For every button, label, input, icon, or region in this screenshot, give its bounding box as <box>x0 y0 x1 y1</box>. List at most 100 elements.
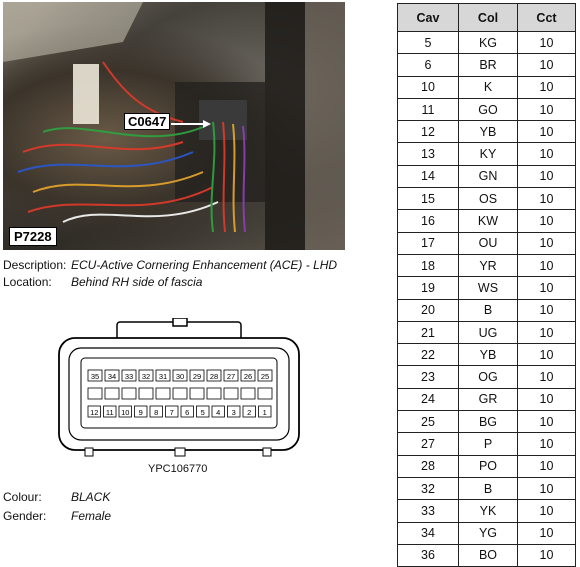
circuit-cell: 10 <box>517 432 576 456</box>
pin-number: 26 <box>244 372 252 381</box>
circuit-cell: 10 <box>517 320 576 345</box>
pin-cavity <box>118 405 132 418</box>
circuit-cell: 10 <box>517 365 576 389</box>
pin-cavity <box>240 369 256 382</box>
cavity-cell: 12 <box>397 120 459 144</box>
colour-cell: KG <box>458 30 518 55</box>
circuit-cell: 10 <box>517 543 576 567</box>
header-colour: Col <box>458 3 518 32</box>
pin-number: 30 <box>176 372 184 381</box>
cavity-cell: 33 <box>397 499 459 523</box>
header-circuit: Cct <box>517 3 576 32</box>
pin-number: 29 <box>193 372 201 381</box>
circuit-cell: 10 <box>517 298 576 322</box>
circuit-cell: 10 <box>517 164 576 189</box>
pin-cavity <box>172 387 188 400</box>
cavity-cell: 18 <box>397 253 459 278</box>
gender-line: Gender:Female <box>3 509 111 523</box>
pin-cavity <box>242 405 256 418</box>
pin-cavity <box>189 387 205 400</box>
pin-cavity <box>155 369 171 382</box>
pin-number: 34 <box>108 372 116 381</box>
description-line: Description:ECU-Active Cornering Enhance… <box>3 258 337 272</box>
pin-number: 9 <box>139 408 143 417</box>
pin-row-middle <box>87 387 273 400</box>
pin-number: 31 <box>159 372 167 381</box>
circuit-cell: 10 <box>517 120 576 144</box>
pin-number: 28 <box>210 372 218 381</box>
circuit-cell: 10 <box>517 499 576 523</box>
colour-cell: BO <box>458 543 518 567</box>
pin-cavity <box>223 369 239 382</box>
cavity-cell: 5 <box>397 30 459 55</box>
colour-cell: GR <box>458 387 518 412</box>
pin-cavity <box>196 405 210 418</box>
location-line: Location:Behind RH side of fascia <box>3 275 202 289</box>
circuit-cell: 10 <box>517 454 576 478</box>
circuit-cell: 10 <box>517 30 576 55</box>
cavity-cell: 14 <box>397 164 459 189</box>
pin-number: 6 <box>185 408 189 417</box>
colour-cell: OU <box>458 231 518 255</box>
colour-cell: KW <box>458 209 518 233</box>
cavity-cell: 24 <box>397 387 459 412</box>
circuit-cell: 10 <box>517 276 576 300</box>
description-value: ECU-Active Cornering Enhancement (ACE) -… <box>71 258 338 272</box>
circuit-cell: 10 <box>517 476 576 501</box>
colour-cell: K <box>458 75 518 99</box>
pin-cavity <box>258 405 272 418</box>
colour-cell: PO <box>458 454 518 478</box>
cavity-cell: 16 <box>397 209 459 233</box>
colour-cell: B <box>458 298 518 322</box>
pin-cavity <box>206 369 222 382</box>
pin-cavity <box>149 405 163 418</box>
drawing-reference: YPC106770 <box>148 463 208 475</box>
pin-number: 4 <box>216 408 220 417</box>
colour-cell: YG <box>458 521 518 545</box>
pin-cavity <box>121 369 137 382</box>
cavity-cell: 11 <box>397 97 459 122</box>
colour-cell: OS <box>458 187 518 211</box>
pin-number: 7 <box>170 408 174 417</box>
pin-number: 2 <box>247 408 251 417</box>
cavity-cell: 13 <box>397 142 459 166</box>
pin-number: 1 <box>263 408 267 417</box>
pin-number: 35 <box>91 372 99 381</box>
cavity-cell: 6 <box>397 53 459 77</box>
colour-line: Colour:BLACK <box>3 490 110 504</box>
pin-cavity <box>211 405 225 418</box>
cavity-cell: 21 <box>397 320 459 345</box>
cavity-cell: 32 <box>397 476 459 501</box>
cavity-cell: 27 <box>397 432 459 456</box>
colour-cell: YK <box>458 499 518 523</box>
circuit-cell: 10 <box>517 253 576 278</box>
colour-cell: YB <box>458 343 518 367</box>
colour-cell: GO <box>458 97 518 122</box>
circuit-cell: 10 <box>517 142 576 166</box>
pin-cavity <box>104 369 120 382</box>
pin-cavity <box>87 387 103 400</box>
cavity-cell: 20 <box>397 298 459 322</box>
connector-location-photo: P7228 C0647 <box>3 2 345 250</box>
pin-number: 32 <box>142 372 150 381</box>
connector-callout-label: C0647 <box>124 113 171 130</box>
colour-cell: OG <box>458 365 518 389</box>
colour-cell: GN <box>458 164 518 189</box>
location-value: Behind RH side of fascia <box>71 275 203 289</box>
photo-reference-label: P7228 <box>9 227 57 246</box>
wiring-harness-illustration <box>3 2 345 250</box>
